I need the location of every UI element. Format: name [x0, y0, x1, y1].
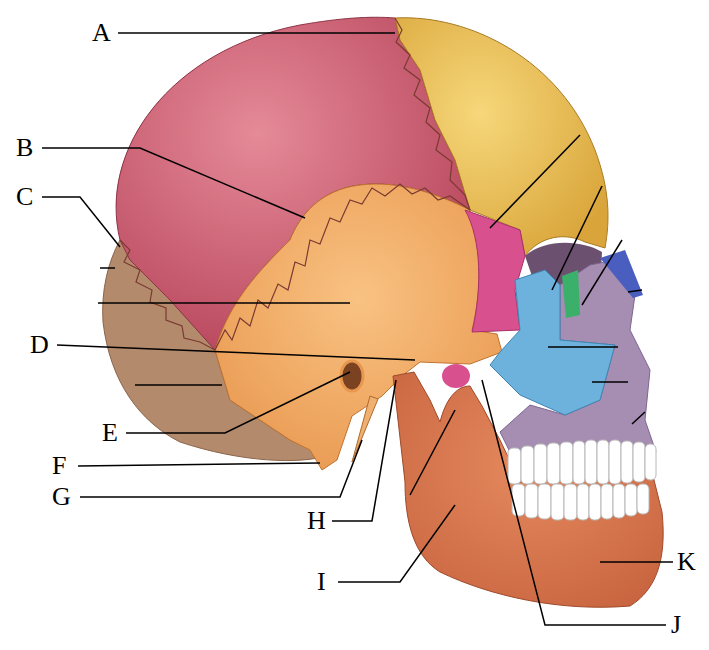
callout-letter: H	[307, 508, 326, 534]
styloid-process	[352, 396, 378, 462]
callout-letter: A	[92, 20, 111, 46]
callout-letter: C	[16, 184, 33, 210]
pterygoid-plate	[442, 364, 470, 388]
callout-letter: I	[317, 569, 326, 595]
callout-letter: G	[52, 484, 71, 510]
mandible-bone	[393, 372, 663, 607]
callout-letter: K	[677, 549, 696, 575]
lacrimal-bone	[562, 270, 580, 318]
sphenoid-bone	[465, 210, 525, 332]
acoustic-meatus	[341, 361, 363, 391]
sutures	[120, 18, 470, 350]
teeth	[508, 440, 656, 520]
callout-letter: J	[671, 612, 681, 638]
leader-lines	[42, 33, 673, 625]
callout-letter: B	[16, 135, 33, 161]
callout-letter: E	[102, 420, 118, 446]
callout-letter: D	[30, 332, 49, 358]
zygomatic-bone	[490, 270, 615, 415]
nasal-bone	[600, 250, 643, 298]
callout-letter: F	[52, 453, 66, 479]
